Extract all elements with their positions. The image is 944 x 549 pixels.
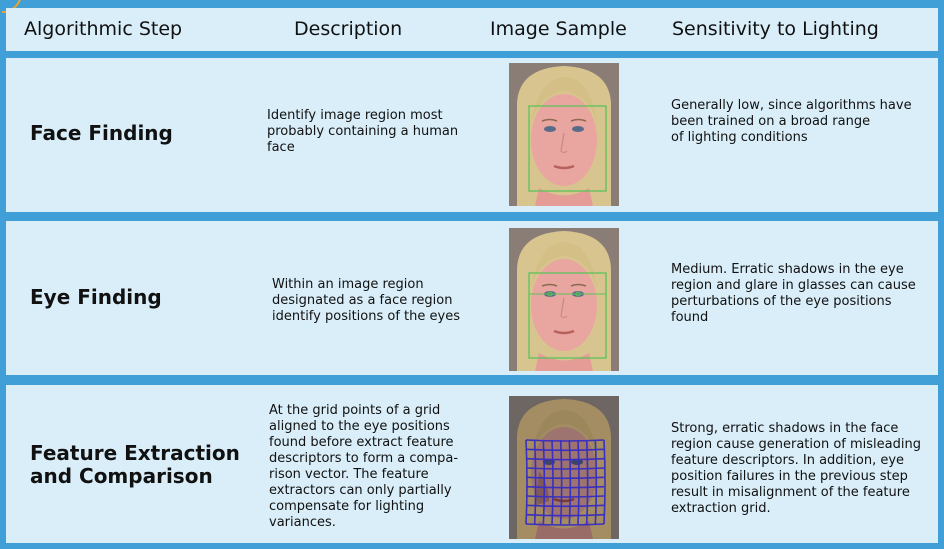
step-title: Feature Extraction and Comparison <box>30 441 240 488</box>
step-title: Eye Finding <box>30 285 162 309</box>
header-image-sample: Image Sample <box>490 18 627 40</box>
face-region-box <box>528 272 607 359</box>
sensitivity-text: Medium. Erratic shadows in the eye regio… <box>671 262 916 325</box>
step-description: Within an image region designated as a f… <box>272 277 460 324</box>
grid-line-vertical <box>603 439 606 525</box>
table-row-feature-extraction: Feature Extraction and Comparison At the… <box>6 385 938 543</box>
table-row-eye-finding: Eye Finding Within an image region desig… <box>6 221 938 375</box>
grid-line-vertical <box>525 439 528 525</box>
step-title: Face Finding <box>30 121 173 145</box>
feature-extraction-grid <box>525 439 606 526</box>
eye-photo-sample <box>509 228 619 371</box>
grid-line-horizontal <box>525 523 605 526</box>
step-description: At the grid points of a grid aligned to … <box>269 403 459 530</box>
grid-line-horizontal <box>525 439 605 442</box>
grid-line-horizontal <box>525 513 605 517</box>
face-photo-sample <box>509 63 619 206</box>
header-description: Description <box>294 18 403 40</box>
feature-grid-photo-sample <box>509 396 619 539</box>
header-sensitivity: Sensitivity to Lighting <box>672 18 879 40</box>
table-header: Algorithmic Step Description Image Sampl… <box>6 8 938 51</box>
grid-line-horizontal <box>525 448 605 452</box>
face-detection-box <box>528 105 607 192</box>
header-algorithmic-step: Algorithmic Step <box>24 18 183 40</box>
step-description: Identify image region most probably cont… <box>267 108 459 155</box>
table-row-face-finding: Face Finding Identify image region most … <box>6 58 938 212</box>
sensitivity-text: Generally low, since algorithms have bee… <box>671 98 912 145</box>
sensitivity-text: Strong, erratic shadows in the face regi… <box>671 421 921 516</box>
